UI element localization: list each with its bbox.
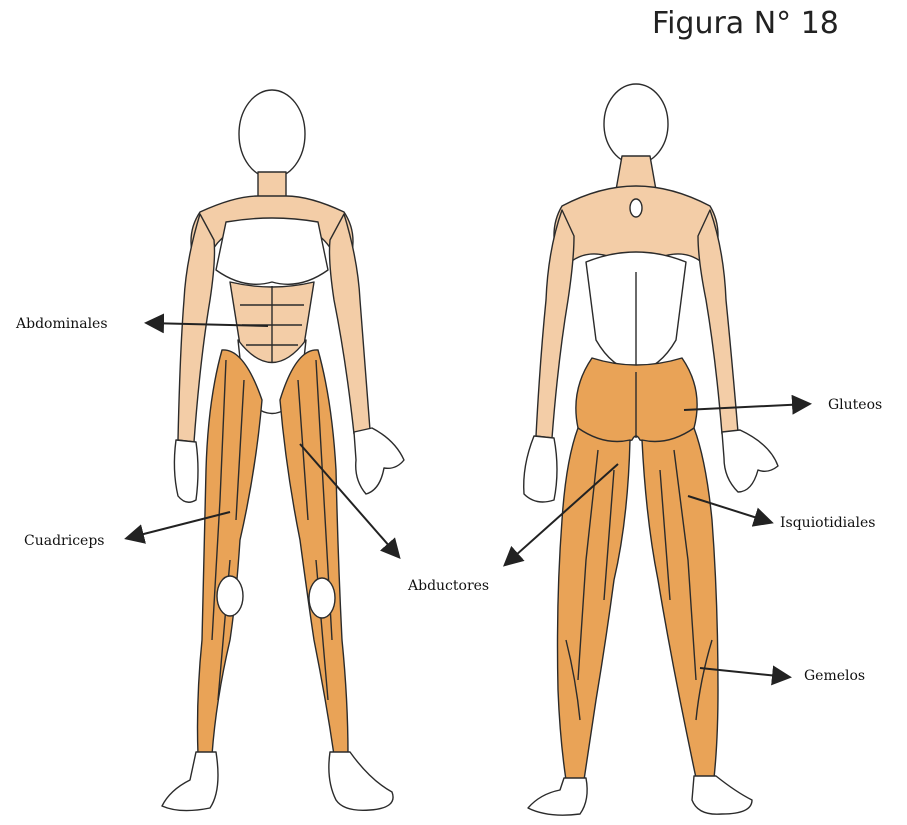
label-abdominales: Abdominales	[16, 316, 108, 332]
label-gemelos: Gemelos	[804, 668, 865, 684]
front-arm-left	[178, 214, 215, 442]
back-hand-left	[524, 436, 557, 502]
back-figure	[524, 84, 778, 815]
front-head	[239, 90, 305, 178]
back-hand-right	[722, 430, 778, 492]
front-knee-left	[217, 576, 243, 616]
label-abductores: Abductores	[408, 578, 489, 594]
label-gluteos: Gluteos	[828, 397, 882, 413]
front-knee-right	[309, 578, 335, 618]
front-leg-left	[198, 350, 263, 755]
front-neck	[258, 172, 286, 198]
back-foot-left	[528, 778, 587, 815]
front-chest	[216, 218, 328, 284]
back-leg-left	[558, 428, 631, 780]
front-foot-left	[162, 752, 218, 811]
back-arm-left	[536, 210, 574, 438]
front-foot-right	[329, 752, 393, 810]
label-cuadriceps: Cuadriceps	[24, 533, 104, 549]
back-head	[604, 84, 668, 164]
front-hand-left	[174, 440, 198, 502]
back-foot-right	[692, 776, 752, 814]
front-figure	[162, 90, 404, 811]
back-arm-right	[698, 210, 738, 434]
back-neck	[616, 156, 656, 190]
label-isquiotidiales: Isquiotidiales	[780, 515, 875, 531]
front-hand-right	[354, 428, 404, 494]
back-leg-right	[642, 428, 718, 778]
arrow-gluteos	[684, 404, 808, 410]
front-leg-right	[280, 350, 348, 755]
front-arm-right	[330, 214, 371, 434]
